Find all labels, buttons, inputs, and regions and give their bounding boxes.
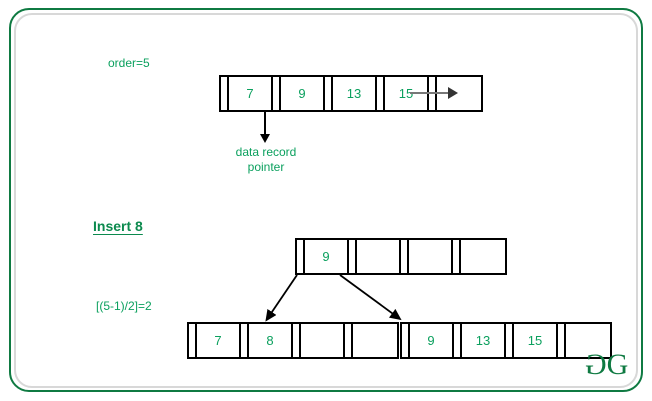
root-node: 9 <box>295 238 507 275</box>
initial-leaf-node-pointer-cell-0 <box>221 77 229 110</box>
data-record-pointer-label-line1: data record <box>235 145 297 159</box>
min-keys-label: [(5-1)/2]=2 <box>96 299 152 313</box>
initial-leaf-node-key-cell-5: 13 <box>333 77 377 110</box>
root-node-pointer-cell-2 <box>349 240 357 273</box>
right-leaf-node-pointer-cell-6 <box>558 324 566 357</box>
data-record-pointer-arrow-line <box>264 112 266 138</box>
left-leaf-node-key-cell-5 <box>301 324 345 357</box>
initial-leaf-node-pointer-cell-6 <box>377 77 385 110</box>
initial-leaf-node-key-cell-1: 7 <box>229 77 273 110</box>
right-leaf-node-pointer-cell-2 <box>454 324 462 357</box>
right-leaf-node-key-cell-1: 9 <box>410 324 454 357</box>
root-node-pointer-cell-4 <box>401 240 409 273</box>
left-leaf-node-pointer-cell-4 <box>293 324 301 357</box>
geeksforgeeks-logo: GG <box>586 348 629 381</box>
frame-green-border <box>9 8 643 392</box>
data-record-pointer-label-line2: pointer <box>247 160 285 174</box>
right-leaf-node-key-cell-3: 13 <box>462 324 506 357</box>
left-leaf-node-key-cell-7 <box>353 324 397 357</box>
left-leaf-node-key-cell-3: 8 <box>249 324 293 357</box>
initial-leaf-node-pointer-cell-4 <box>325 77 333 110</box>
left-leaf-node-pointer-cell-0 <box>189 324 197 357</box>
frame-shadow-border <box>14 13 638 388</box>
root-node-key-cell-5 <box>409 240 453 273</box>
data-record-pointer-arrow-head <box>260 134 270 143</box>
left-leaf-node-pointer-cell-6 <box>345 324 353 357</box>
root-right-child-arrow <box>339 274 402 321</box>
next-pointer-arrow-line <box>410 92 450 94</box>
initial-leaf-node-pointer-cell-2 <box>273 77 281 110</box>
left-leaf-node-key-cell-1: 7 <box>197 324 241 357</box>
operation-heading: Insert 8 <box>93 218 143 234</box>
right-leaf-node-pointer-cell-0 <box>402 324 410 357</box>
logo-mirrored-g: G <box>586 348 607 381</box>
next-pointer-arrow-head <box>448 87 458 99</box>
root-node-key-cell-3 <box>357 240 401 273</box>
root-node-pointer-cell-0 <box>297 240 305 273</box>
logo-g: G <box>606 348 629 381</box>
left-leaf-node-pointer-cell-2 <box>241 324 249 357</box>
order-label: order=5 <box>108 56 150 70</box>
right-leaf-node-pointer-cell-4 <box>506 324 514 357</box>
root-left-child-arrow <box>265 274 298 322</box>
root-node-key-cell-1: 9 <box>305 240 349 273</box>
root-to-leaf-arrows <box>265 274 402 322</box>
right-leaf-node-key-cell-5: 15 <box>514 324 558 357</box>
initial-leaf-node-key-cell-3: 9 <box>281 77 325 110</box>
root-node-pointer-cell-6 <box>453 240 461 273</box>
